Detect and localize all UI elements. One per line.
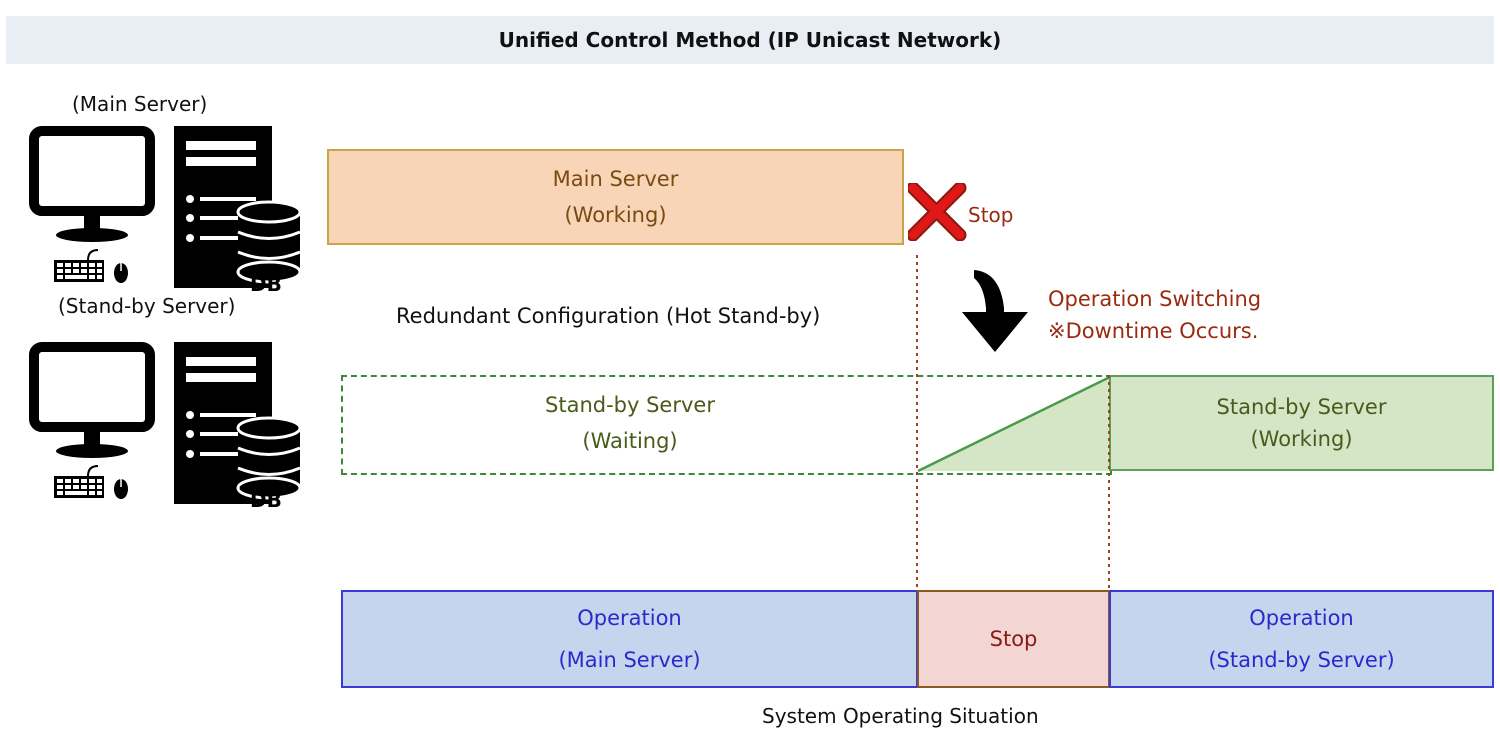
downtime-note: ※Downtime Occurs. xyxy=(1048,319,1259,343)
standby-waiting-title: Stand-by Server xyxy=(545,393,715,417)
operation-switching-title: Operation Switching xyxy=(1048,287,1262,311)
stop-x-icon xyxy=(908,183,967,241)
diagram-title: Unified Control Method (IP Unicast Netwo… xyxy=(6,16,1494,64)
standby-waiting-box: Stand-by Server (Waiting) xyxy=(341,375,919,471)
main-server-working-box: Main Server (Working) xyxy=(327,149,904,245)
operation-main-server-segment: Operation (Main Server) xyxy=(341,590,918,688)
monitor-icon xyxy=(29,342,155,458)
down-arrow-icon xyxy=(962,270,1028,352)
operation-switching-label: Operation Switching ※Downtime Occurs. xyxy=(1048,283,1261,347)
database-icon xyxy=(236,200,302,284)
system-operating-situation-caption: System Operating Situation xyxy=(762,704,1039,728)
operation-stop-label: Stop xyxy=(989,627,1038,651)
db-label-standby: DB xyxy=(250,488,282,512)
operation-main-status: (Main Server) xyxy=(558,648,701,672)
monitor-icon xyxy=(29,126,155,242)
mouse-icon xyxy=(114,263,128,283)
main-server-box-status: (Working) xyxy=(564,203,667,227)
mouse-icon xyxy=(114,479,128,499)
keyboard-icon xyxy=(54,465,104,498)
standby-server-label: (Stand-by Server) xyxy=(58,294,236,318)
keyboard-icon xyxy=(54,249,104,282)
standby-waiting-status: (Waiting) xyxy=(582,429,678,453)
main-server-label: (Main Server) xyxy=(72,92,208,116)
db-label-main: DB xyxy=(250,272,282,296)
main-server-icon-group xyxy=(29,126,302,288)
stop-label: Stop xyxy=(968,203,1014,227)
standby-working-box: Stand-by Server (Working) xyxy=(1109,375,1494,471)
operation-standby-status: (Stand-by Server) xyxy=(1208,648,1395,672)
standby-ramp-shape xyxy=(917,375,1111,473)
downtime-dotted-guides xyxy=(916,255,1110,593)
redundant-configuration-label: Redundant Configuration (Hot Stand-by) xyxy=(396,304,821,328)
database-icon xyxy=(236,416,302,500)
operation-stop-segment: Stop xyxy=(917,590,1110,688)
standby-working-status: (Working) xyxy=(1250,427,1353,451)
standby-working-title: Stand-by Server xyxy=(1216,395,1387,419)
operation-standby-title: Operation xyxy=(1249,606,1354,630)
standby-server-icon-group xyxy=(29,342,302,504)
operation-standby-server-segment: Operation (Stand-by Server) xyxy=(1109,590,1494,688)
main-server-box-title: Main Server xyxy=(552,167,679,191)
operation-main-title: Operation xyxy=(577,606,682,630)
